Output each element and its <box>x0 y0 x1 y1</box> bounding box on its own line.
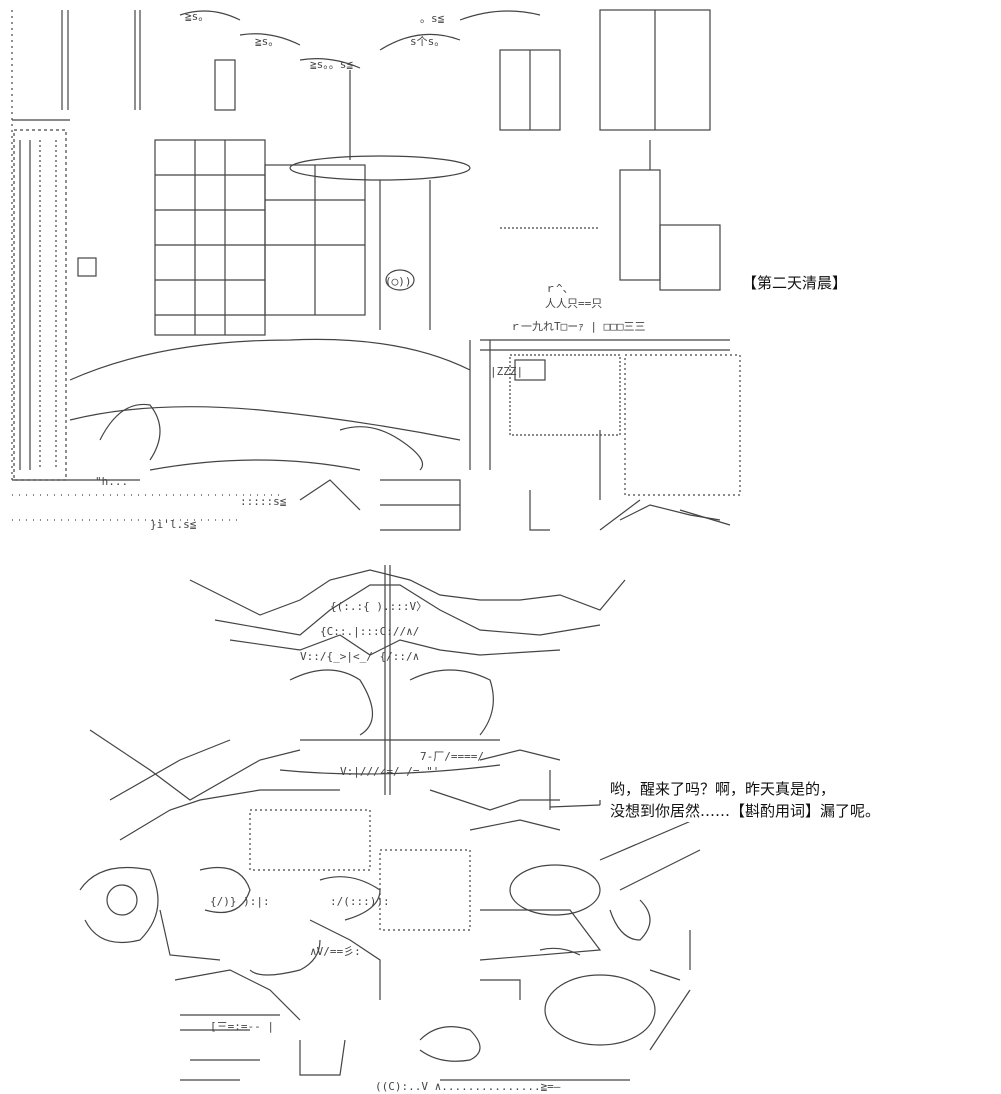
svg-text:{C::.|:::C://∧/: {C::.|:::C://∧/ <box>320 625 419 638</box>
dialogue-text: 哟，醒来了吗？啊，昨天真是的， 没想到你居然……【斟酌用词】漏了呢。 <box>610 778 881 822</box>
svg-text:≧s。: ≧s。 <box>255 35 279 48</box>
svg-text:}i'l.s≦: }i'l.s≦ <box>150 518 197 531</box>
svg-text:7-厂/====/: 7-厂/====/ <box>420 750 484 763</box>
character-panel: {(:.:{ ).:::V〉 {C::.|:::C://∧/ V::/{_>|<… <box>0 560 1001 1094</box>
svg-text:V::/{_>|<_/ {/::/∧: V::/{_>|<_/ {/::/∧ <box>300 650 419 663</box>
svg-text:人人只==只: 人人只==只 <box>545 297 602 310</box>
svg-text:s个s。: s个s。 <box>410 35 445 48</box>
scene-time-caption: 【第二天清晨】 <box>742 273 848 293</box>
svg-text:V:|///∠=/ /=-"': V:|///∠=/ /=-"' <box>340 765 439 778</box>
svg-text:。s≦: 。s≦ <box>420 12 445 25</box>
svg-text:≧s。。s≦: ≧s。。s≦ <box>310 58 353 71</box>
svg-text:[三=:=-- |: [三=:=-- | <box>210 1020 274 1033</box>
svg-text:ｒ^、: ｒ^、 <box>545 282 574 295</box>
svg-text:|ZZZ|: |ZZZ| <box>490 365 523 378</box>
character-art-icon: {(:.:{ ).:::V〉 {C::.|:::C://∧/ V::/{_>|<… <box>79 565 741 1093</box>
svg-text:ｒ一九れT□ーｧ | □□□三三: ｒ一九れT□ーｧ | □□□三三 <box>510 320 645 333</box>
room-scene-panel: ≧s。 ≧s。 ≧s。。s≦ 。s≦ s个s。 (◯)) ｒ^、 人人只==只 … <box>0 0 1001 540</box>
svg-text::::::s≦: :::::s≦ <box>240 495 287 508</box>
svg-text:≧s。: ≧s。 <box>185 10 209 23</box>
svg-text:{(:.:{ ).:::V〉: {(:.:{ ).:::V〉 <box>330 600 427 613</box>
room-scene-art-icon: ≧s。 ≧s。 ≧s。。s≦ 。s≦ s个s。 (◯)) ｒ^、 人人只==只 … <box>11 9 741 531</box>
svg-text:∧V/==彡:: ∧V/==彡: <box>310 945 361 958</box>
svg-text:(◯)): (◯)) <box>385 275 412 288</box>
svg-text::/(:::)):: :/(:::)): <box>330 895 390 908</box>
dialogue-line-1: 哟，醒来了吗？啊，昨天真是的， <box>610 780 836 798</box>
svg-text:"h...: "h... <box>95 475 128 488</box>
dialogue-line-2: 没想到你居然……【斟酌用词】漏了呢。 <box>610 802 881 820</box>
svg-text:{/)} ):|:: {/)} ):|: <box>210 895 270 908</box>
svg-text:((C):..V ∧...............≧=—: ((C):..V ∧...............≧=— <box>375 1080 561 1093</box>
